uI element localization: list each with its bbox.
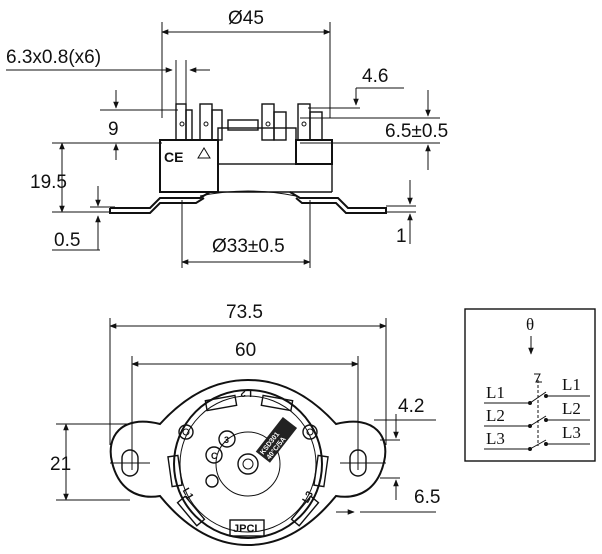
badge-round-icon bbox=[205, 474, 219, 488]
dim-terminal-size: 6.3x0.8(x6) bbox=[6, 47, 101, 68]
schematic-left-l2: L2 bbox=[486, 406, 505, 425]
dim-1: 1 bbox=[396, 226, 407, 247]
schematic-left-l1: L1 bbox=[486, 383, 505, 402]
dim-6-5: 6.5 bbox=[414, 487, 440, 508]
brand-box bbox=[229, 519, 265, 537]
ce-mark: CE bbox=[164, 149, 183, 165]
label-l3: L3 bbox=[301, 489, 317, 505]
badge-c-text: C bbox=[211, 451, 218, 461]
dim-6-5-tolerance: 6.5±0.5 bbox=[385, 121, 448, 142]
mounting-plate-profile bbox=[109, 191, 387, 214]
schematic-frame bbox=[464, 308, 596, 462]
switch-schematic: θ L1 L2 L3 L1 L2 L3 bbox=[464, 308, 596, 462]
schematic-right-l1: L1 bbox=[562, 375, 581, 394]
theta-symbol: θ bbox=[526, 315, 534, 334]
dim-19-5: 19.5 bbox=[30, 172, 67, 193]
dim-9: 9 bbox=[108, 119, 119, 140]
terminals-top bbox=[167, 394, 329, 527]
dim-4-2: 4.2 bbox=[398, 396, 424, 417]
warning-triangle-icon bbox=[197, 147, 211, 159]
brand-text: JPCI bbox=[233, 523, 257, 535]
housing-body-top bbox=[173, 389, 323, 539]
badge-c-icon bbox=[205, 446, 223, 464]
schematic-right-l3: L3 bbox=[562, 423, 581, 442]
linkage-symbol bbox=[534, 373, 542, 383]
side-view: Ø45 6.3x0.8(x6) 4.6 9 6.5±0.5 19.5 0.5 bbox=[6, 8, 448, 268]
rating-stamp: KSD301 40°C/5A bbox=[255, 416, 298, 463]
dim-diameter-45: Ø45 bbox=[228, 8, 264, 29]
badge-3-text: 3 bbox=[224, 435, 229, 445]
screw-hole-right bbox=[302, 424, 318, 440]
dim-diameter-33: Ø33±0.5 bbox=[212, 236, 285, 257]
dim-73-5: 73.5 bbox=[226, 302, 263, 323]
screw-hole-left bbox=[178, 424, 194, 440]
label-l1: L1 bbox=[180, 486, 196, 502]
badge-3-icon bbox=[218, 430, 236, 448]
label-l2: L2 bbox=[240, 387, 252, 398]
dim-0-5: 0.5 bbox=[54, 230, 80, 251]
schematic-right-l2: L2 bbox=[562, 399, 581, 418]
dim-21: 21 bbox=[50, 454, 71, 475]
housing-left-block bbox=[159, 139, 219, 193]
flange-outline bbox=[109, 378, 387, 547]
top-view: 73.5 60 4.2 21 6.5 bbox=[50, 302, 440, 547]
terminals-side bbox=[175, 103, 323, 141]
dim-4-6: 4.6 bbox=[362, 66, 388, 87]
dim-60: 60 bbox=[235, 340, 256, 361]
housing-right-block bbox=[295, 139, 333, 165]
center-stud bbox=[237, 453, 259, 475]
schematic-left-l3: L3 bbox=[486, 429, 505, 448]
